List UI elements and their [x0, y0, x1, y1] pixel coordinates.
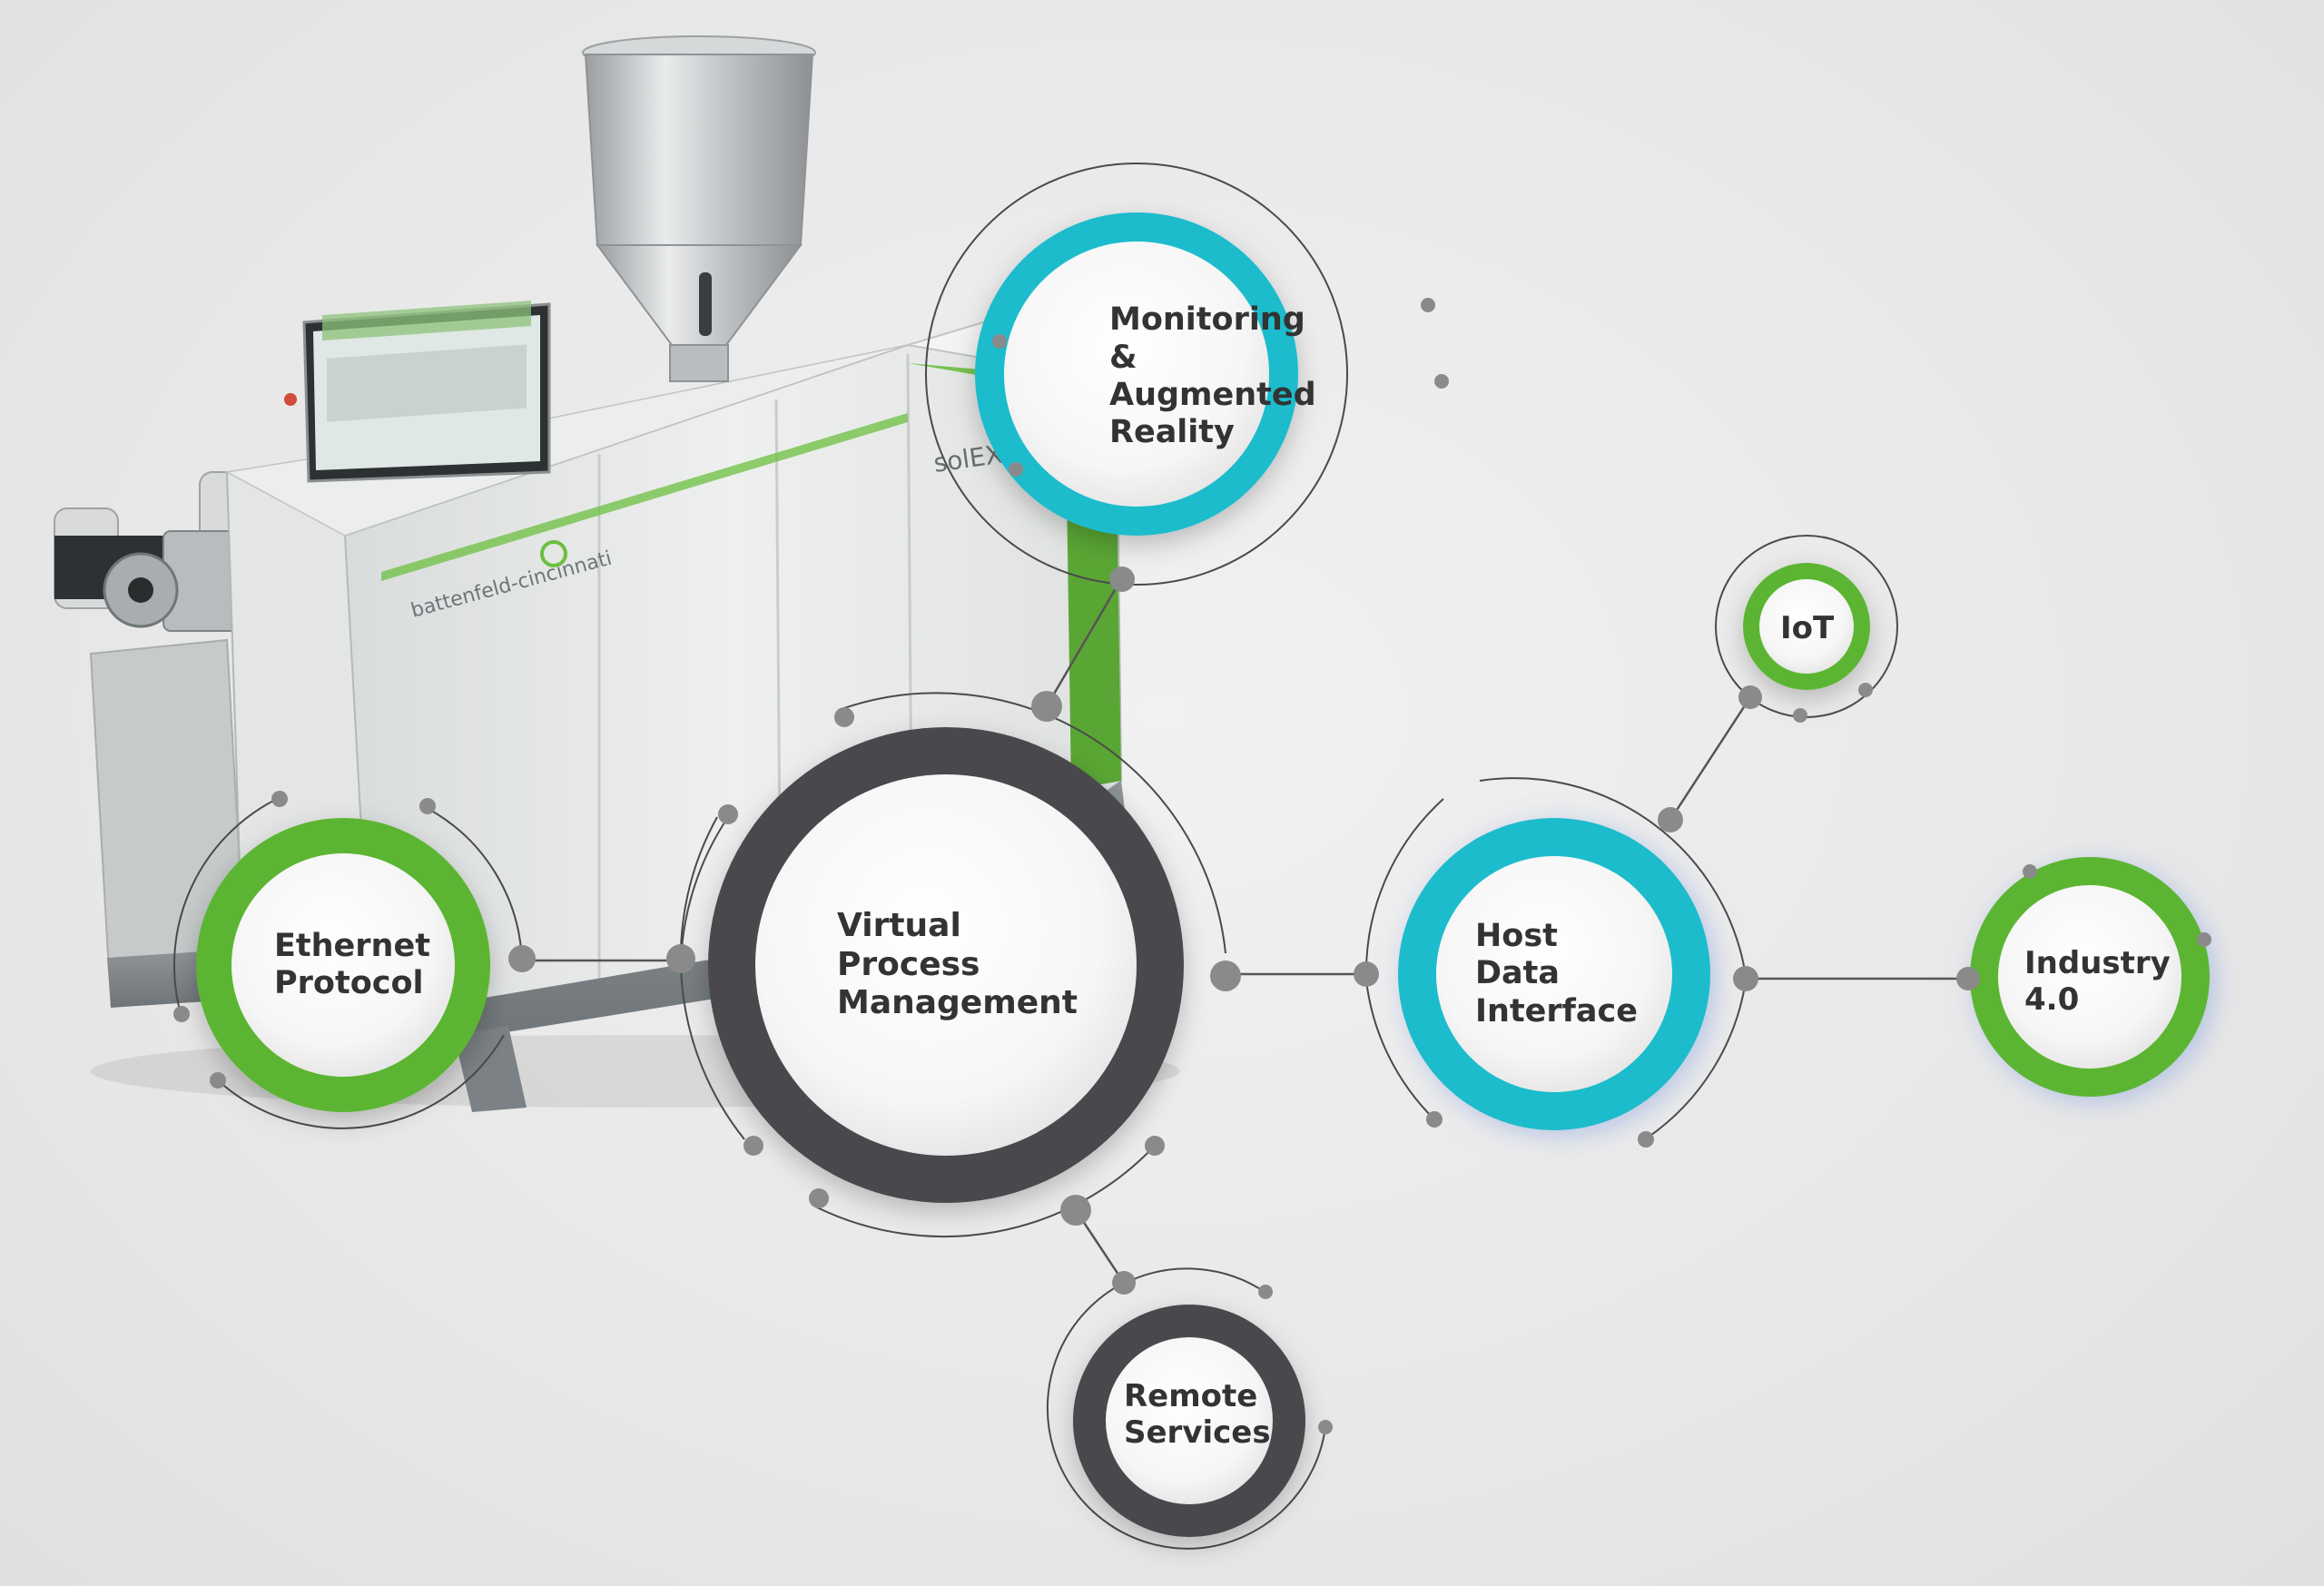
node-dot	[666, 944, 695, 973]
node-dot	[1112, 1271, 1136, 1295]
node-dot	[1793, 708, 1807, 723]
node-dot	[743, 1136, 763, 1156]
node-dot	[1956, 967, 1980, 990]
node-dot	[1858, 683, 1873, 697]
node-dot	[1434, 374, 1449, 389]
node-dot	[1009, 462, 1023, 477]
node-monitoring[interactable]	[925, 163, 1449, 592]
node-iot[interactable]	[1715, 535, 1898, 723]
node-dot	[1060, 1195, 1091, 1226]
control-panel-screen-icon	[284, 300, 551, 483]
node-dot	[210, 1072, 226, 1089]
node-dot	[1733, 966, 1758, 991]
node-ethernet[interactable]	[172, 791, 536, 1129]
node-face	[231, 853, 455, 1077]
connectors	[522, 578, 1968, 1284]
node-dot	[508, 945, 536, 972]
node-dot	[809, 1188, 829, 1208]
green-stripe	[381, 413, 908, 581]
node-remote[interactable]	[1046, 1267, 1333, 1550]
node-dot	[1318, 1420, 1333, 1434]
node-face	[755, 774, 1137, 1156]
node-dot	[1658, 807, 1683, 832]
node-dot	[1258, 1285, 1273, 1299]
node-dot	[1421, 298, 1435, 312]
node-face	[1004, 241, 1269, 507]
node-dot	[2023, 864, 2037, 879]
node-dot	[2197, 932, 2211, 947]
node-host-data[interactable]	[1354, 777, 1758, 1148]
battenfeld-logo-icon	[540, 540, 567, 567]
connector-host-iot	[1669, 696, 1752, 821]
node-dot	[1354, 961, 1379, 987]
node-face	[1998, 885, 2181, 1069]
node-dot	[1145, 1136, 1165, 1156]
orbit-ring	[925, 163, 1348, 586]
node-dot	[1426, 1111, 1443, 1128]
green-side-panel-lower	[1067, 481, 1121, 790]
node-dot	[992, 334, 1007, 349]
machine-base	[372, 781, 1126, 1053]
node-dot	[419, 798, 436, 814]
node-dot	[1738, 685, 1762, 709]
node-face	[1106, 1337, 1273, 1504]
node-dot	[271, 791, 288, 807]
node-dot	[1031, 691, 1062, 722]
machine-foot	[454, 1026, 527, 1112]
connector-vpm-monitoring	[1045, 578, 1123, 707]
node-dot	[173, 1006, 190, 1022]
node-dot	[1109, 566, 1135, 592]
node-dot	[834, 707, 854, 727]
node-industry[interactable]	[1956, 857, 2211, 1097]
hopper-icon	[582, 35, 816, 382]
node-face	[1436, 856, 1672, 1092]
node-dot	[1210, 960, 1241, 991]
node-face	[1759, 579, 1854, 674]
node-virtual-process[interactable]	[666, 691, 1241, 1238]
node-dot	[718, 804, 738, 824]
node-dot	[1638, 1131, 1654, 1148]
